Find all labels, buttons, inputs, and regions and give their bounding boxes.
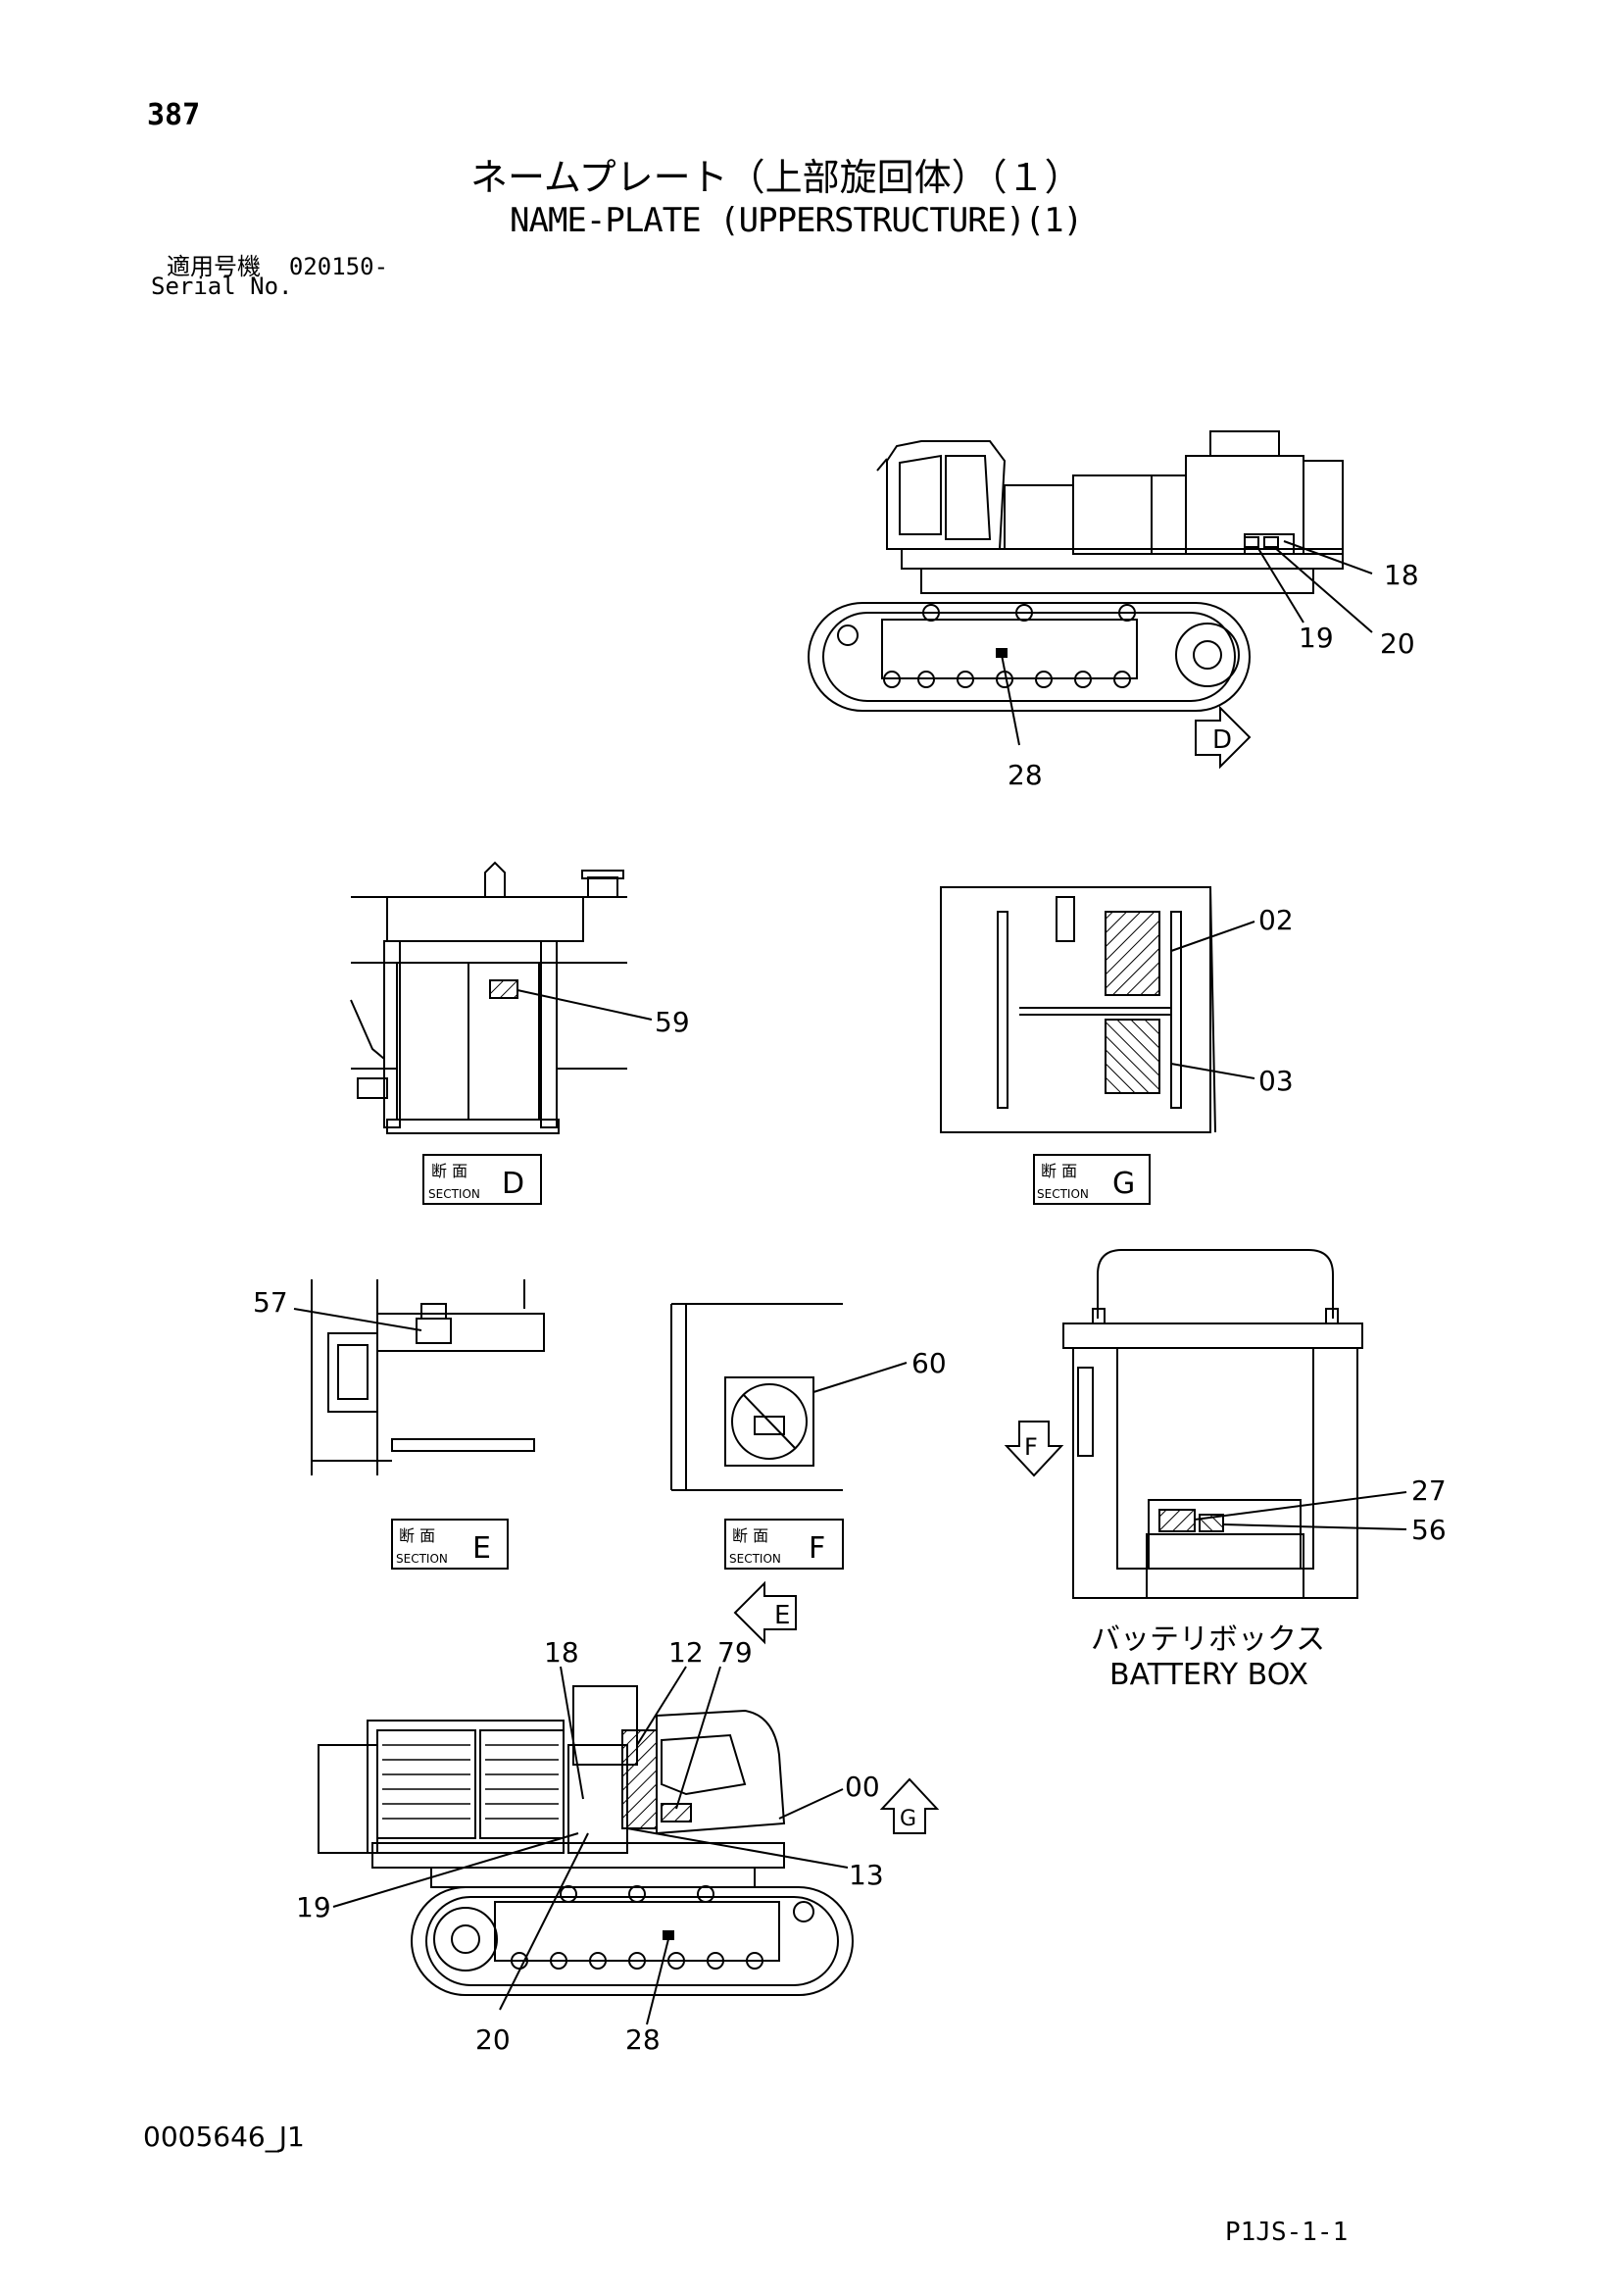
callout-18-top: 18 xyxy=(1384,559,1419,591)
section-f-view: 60 断 面 SECTION F E xyxy=(670,1303,947,1645)
section-g-view: 02 03 断 面 SECTION G xyxy=(940,886,1294,1205)
section-e-letter: E xyxy=(472,1531,491,1566)
battery-box-label-jp: バッテリボックス xyxy=(1091,1622,1325,1657)
serial-value: 020150- xyxy=(288,253,389,280)
callout-19-top: 19 xyxy=(1299,622,1334,654)
section-e-jp: 断 面 xyxy=(399,1526,435,1545)
page-number: 387 xyxy=(147,98,201,132)
callout-00: 00 xyxy=(845,1771,880,1803)
view-arrow-e-label: E xyxy=(774,1601,790,1630)
serial-label-jp: 適用号機 xyxy=(167,253,261,280)
callout-28-bottom: 28 xyxy=(625,2023,661,2056)
callout-20-top: 20 xyxy=(1380,627,1415,660)
callout-19-bottom: 19 xyxy=(296,1891,331,1923)
section-g-letter: G xyxy=(1112,1167,1135,1201)
section-d-view: 59 断 面 SECTION D xyxy=(350,861,690,1205)
battery-box-view: 27 56 F バッテリボックス BATTERY BOX xyxy=(1004,1249,1447,1692)
view-arrow-d-label: D xyxy=(1212,725,1232,755)
section-f-letter: F xyxy=(809,1531,825,1566)
callout-60: 60 xyxy=(911,1347,947,1379)
battery-box-label-en: BATTERY BOX xyxy=(1109,1658,1308,1692)
callout-02: 02 xyxy=(1258,904,1294,936)
title-english: NAME-PLATE (UPPERSTRUCTURE)(1) xyxy=(510,201,1083,240)
section-d-letter: D xyxy=(502,1167,524,1201)
section-g-jp: 断 面 xyxy=(1041,1162,1077,1180)
callout-28-top: 28 xyxy=(1008,759,1043,791)
callout-57: 57 xyxy=(253,1286,288,1319)
callout-79: 79 xyxy=(717,1636,753,1669)
section-d-en: SECTION xyxy=(428,1187,480,1201)
top-excavator-view: D 18 19 20 28 xyxy=(808,430,1419,791)
page-code: P1JS-1-1 xyxy=(1225,2218,1349,2247)
section-d-jp: 断 面 xyxy=(431,1162,467,1180)
view-arrow-g-label: G xyxy=(900,1807,916,1831)
bottom-excavator-view: G 18 12 79 00 13 19 20 28 xyxy=(296,1636,940,2056)
section-g-en: SECTION xyxy=(1037,1187,1089,1201)
callout-12: 12 xyxy=(668,1636,704,1669)
title-japanese: ネームプレート（上部旋回体）（１） xyxy=(470,156,1082,199)
section-f-jp: 断 面 xyxy=(732,1526,768,1545)
section-f-en: SECTION xyxy=(729,1552,781,1566)
serial-row: 適用号機 020150- xyxy=(167,247,388,281)
callout-18-bottom: 18 xyxy=(544,1636,579,1669)
section-e-view: 57 断 面 SECTION E xyxy=(253,1279,545,1570)
callout-03: 03 xyxy=(1258,1065,1294,1097)
callout-13: 13 xyxy=(849,1859,884,1891)
document-code: 0005646_J1 xyxy=(143,2121,305,2153)
callout-59: 59 xyxy=(655,1006,690,1038)
callout-20-bottom: 20 xyxy=(475,2023,511,2056)
section-e-en: SECTION xyxy=(396,1552,448,1566)
callout-27: 27 xyxy=(1411,1474,1447,1507)
view-arrow-f-label: F xyxy=(1024,1433,1038,1461)
serial-label-en: Serial No. xyxy=(151,273,293,300)
callout-56: 56 xyxy=(1411,1514,1447,1546)
